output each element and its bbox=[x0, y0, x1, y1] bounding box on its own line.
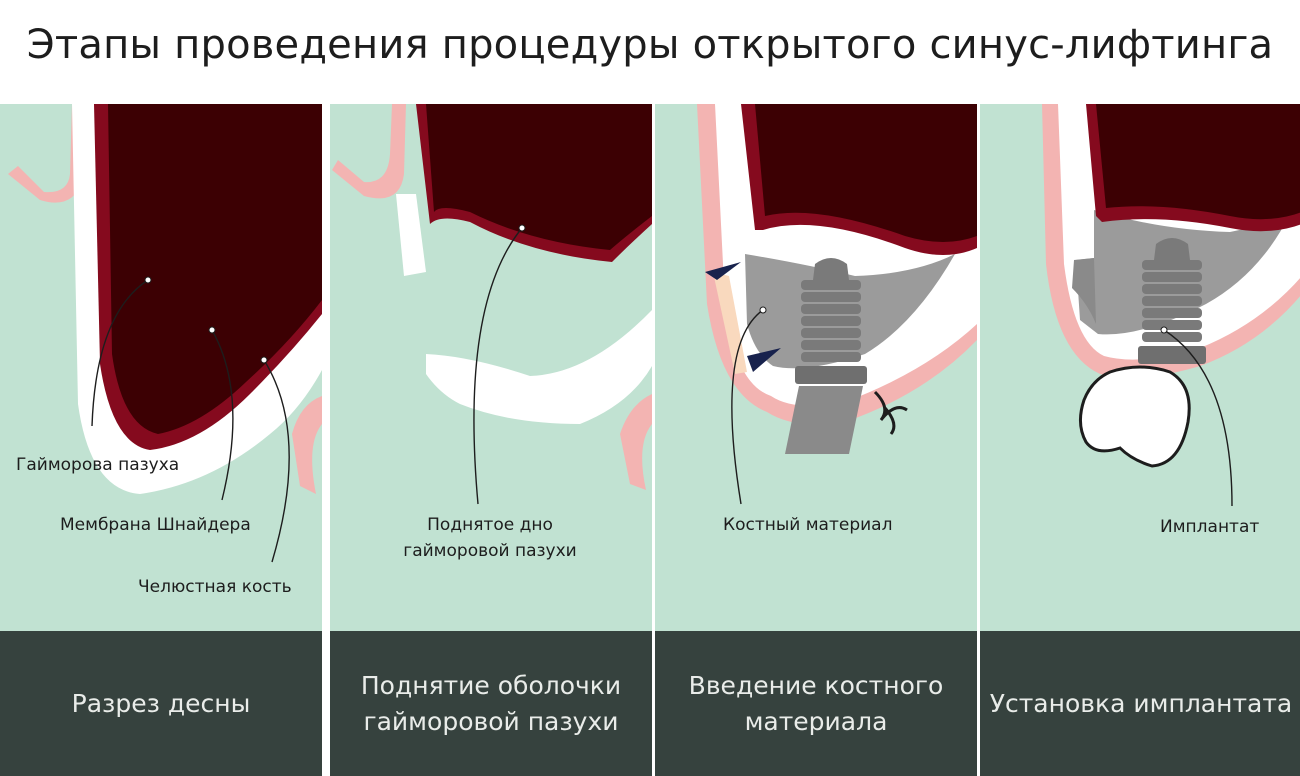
page-title: Этапы проведения процедуры открытого син… bbox=[26, 22, 1274, 68]
caption-bar bbox=[0, 631, 322, 776]
gum-tissue-right bbox=[292, 396, 322, 494]
implant-screw bbox=[1138, 238, 1206, 364]
caption-line: Введение костного bbox=[688, 670, 944, 700]
label-jaw-bone: Челюстная кость bbox=[138, 577, 292, 597]
instrument-tip-lower bbox=[747, 348, 781, 372]
maxillary-sinus bbox=[108, 104, 322, 434]
caption-line: гайморовой пазухи bbox=[363, 706, 619, 736]
suture-icon bbox=[873, 390, 908, 435]
caption-line: материала bbox=[744, 706, 888, 736]
panel-bone-graft: Костный материал Введение костного матер… bbox=[655, 104, 977, 776]
label-line: гайморовой пазухи bbox=[403, 541, 577, 561]
label-lifted-sinus-floor: Поднятое дно гайморовой пазухи bbox=[370, 512, 610, 564]
panel-membrane-lift: Поднятое дно гайморовой пазухи Поднятие … bbox=[330, 104, 652, 776]
caption-bone-graft: Введение костного материала bbox=[655, 631, 977, 776]
maxillary-sinus bbox=[426, 104, 652, 250]
label-bone-material: Костный материал bbox=[723, 515, 893, 535]
leader-line-bone bbox=[263, 359, 290, 563]
gum-tissue bbox=[332, 104, 406, 199]
panel-1-illustration bbox=[0, 104, 322, 776]
caption-bar bbox=[655, 631, 977, 776]
gum-tissue bbox=[8, 104, 86, 203]
caption-implant-placement: Установка имплантата bbox=[980, 631, 1300, 776]
panel-3-illustration bbox=[655, 104, 977, 776]
maxillary-sinus bbox=[755, 104, 977, 242]
bone-flap bbox=[1072, 258, 1096, 324]
label-schneider-membrane: Мембрана Шнайдера bbox=[60, 515, 251, 535]
label-implant: Имплантат bbox=[1160, 517, 1260, 537]
gum-tissue-right bbox=[620, 394, 652, 490]
caption-text: Разрез десны bbox=[71, 688, 251, 718]
label-line: Поднятое дно bbox=[427, 515, 553, 535]
panel-implant-placement: Имплантат Установка имплантата bbox=[980, 104, 1300, 776]
dental-crown bbox=[1079, 365, 1191, 468]
jaw-bone bbox=[426, 310, 652, 424]
caption-bar bbox=[330, 631, 652, 776]
leader-line-sinus bbox=[91, 279, 149, 427]
label-maxillary-sinus: Гайморова пазуха bbox=[16, 455, 180, 475]
leader-line-lifted-floor bbox=[473, 227, 523, 505]
maxillary-sinus bbox=[1096, 104, 1300, 220]
leader-line-bone-material bbox=[731, 309, 764, 505]
panel-4-illustration bbox=[980, 104, 1300, 776]
panel-2-illustration bbox=[330, 104, 652, 776]
caption-membrane-lift: Поднятие оболочки гайморовой пазухи bbox=[330, 631, 652, 776]
caption-gum-incision: Разрез десны bbox=[0, 631, 322, 776]
leader-line-implant bbox=[1163, 329, 1233, 507]
caption-bar bbox=[980, 631, 1300, 776]
implant-screw bbox=[785, 258, 867, 454]
caption-text: Установка имплантата bbox=[989, 688, 1293, 718]
caption-line: Поднятие оболочки bbox=[360, 670, 622, 700]
panel-gum-incision: Гайморова пазуха Мембрана Шнайдера Челюс… bbox=[0, 104, 322, 776]
instrument-tip-upper bbox=[705, 262, 741, 280]
leader-line-membrane bbox=[211, 329, 234, 501]
bone-flap bbox=[396, 194, 426, 276]
